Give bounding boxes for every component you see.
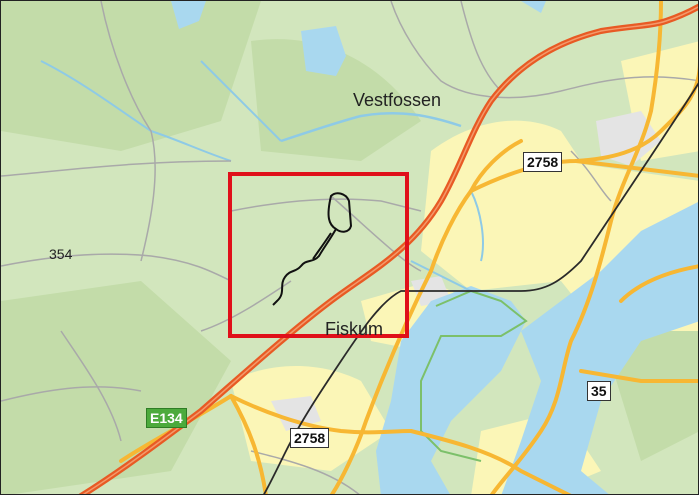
pond (301, 26, 346, 76)
road-shield-35: 35 (587, 381, 611, 401)
highway-e134-center (82, 6, 698, 494)
main-roads (119, 1, 698, 494)
lake-east (501, 202, 698, 494)
place-label-vestfossen: Vestfossen (353, 90, 442, 110)
road-35 (489, 1, 663, 494)
elevation-label: 354 (49, 246, 73, 262)
road-shield-e134: E134 (146, 408, 187, 428)
place-label-fiskum: Fiskum (325, 319, 383, 339)
route-track (272, 192, 353, 306)
water-bodies (40, 1, 698, 494)
road-shield-2758-north: 2758 (523, 152, 563, 172)
boundary-line (420, 289, 528, 462)
lake-fiskum (376, 286, 526, 494)
lake-north (171, 1, 206, 29)
road-2758-south (229, 394, 413, 435)
urban-areas (271, 111, 661, 431)
road-2758-north (469, 60, 698, 193)
highlight-box (228, 172, 409, 338)
road-shield-2758-south: 2758 (290, 428, 330, 448)
